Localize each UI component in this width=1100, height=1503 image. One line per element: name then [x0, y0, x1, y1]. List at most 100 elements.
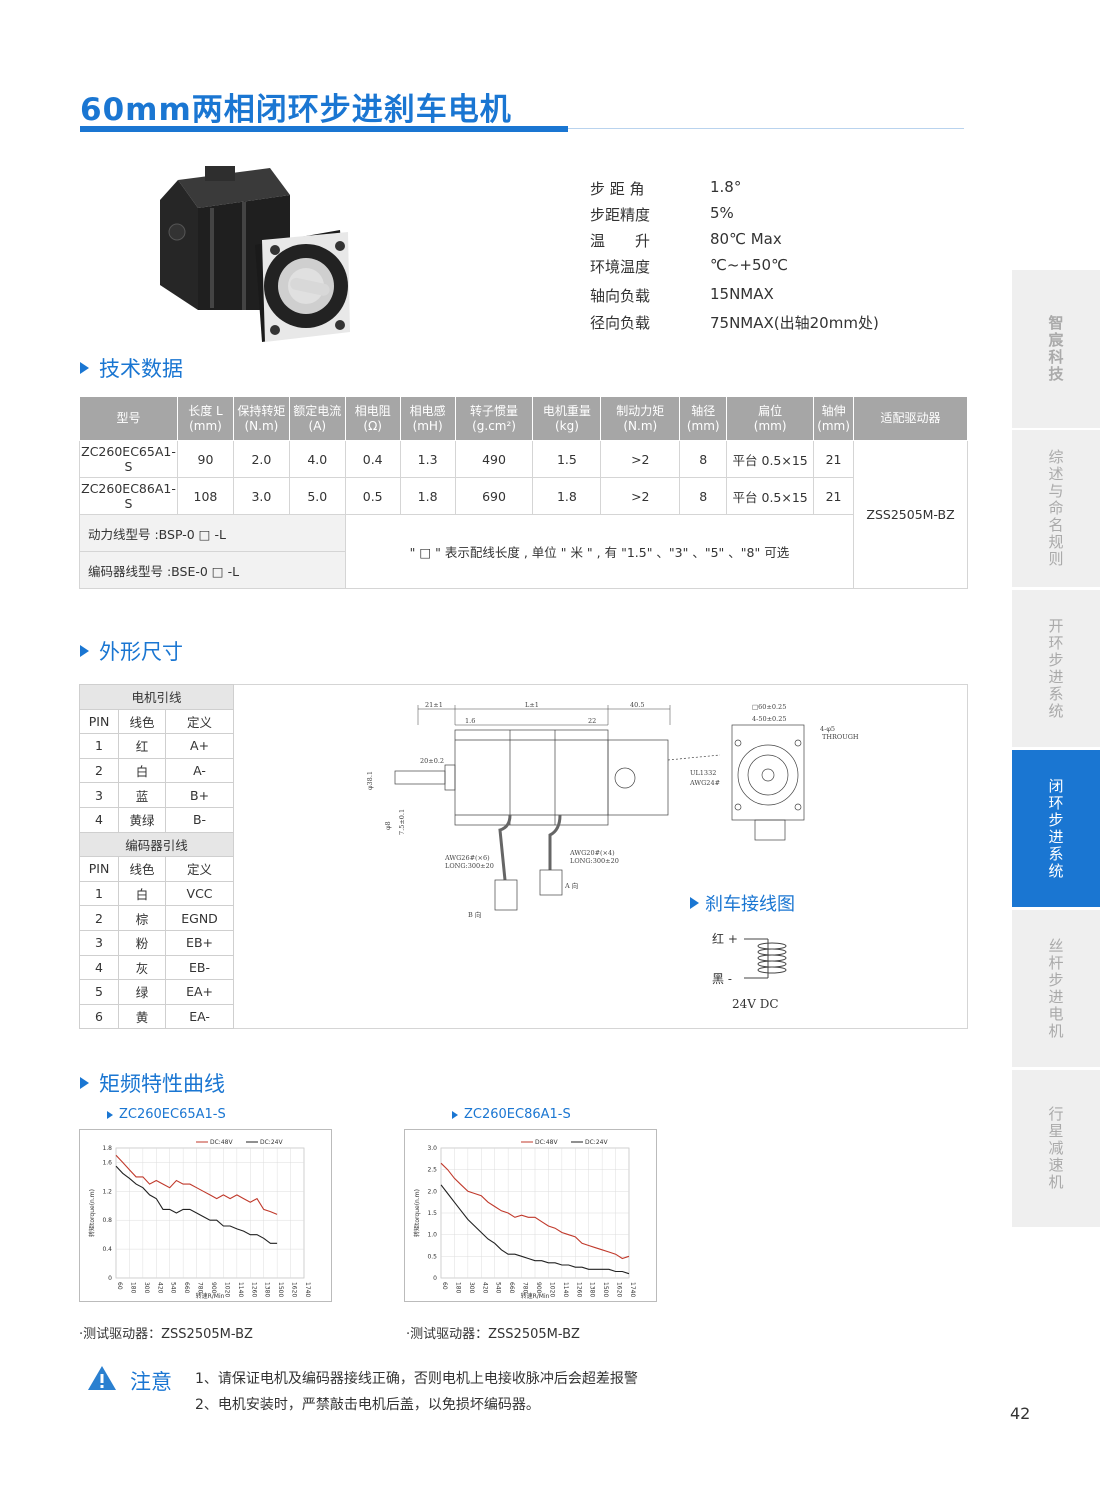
dim-label: AWG20#(×4) [569, 849, 615, 857]
black-wire-label: 黑 - [712, 972, 732, 986]
section-curves-heading: 矩频特性曲线 [80, 1068, 225, 1098]
triangle-icon [107, 1110, 113, 1119]
chapter-sidebar: 智宸科技 综述与命名规则 开环步进系统 闭环步进系统 丝杆步进电机 行星减速机 [1012, 270, 1100, 1230]
x-tick-label: 900 [210, 1282, 217, 1294]
triangle-icon [80, 1077, 89, 1089]
x-tick-label: 1260 [575, 1282, 582, 1297]
triangle-icon [80, 645, 89, 657]
dim-label: 22 [588, 717, 596, 725]
x-tick-label: 180 [454, 1282, 461, 1294]
y-tick-label: 1.8 [102, 1145, 112, 1152]
y-tick-label: 0 [108, 1275, 112, 1282]
brake-coil-diagram: 红 + 黑 - 24V DC [712, 931, 787, 1011]
brake-wiring-heading: 刹车接线图 [690, 890, 795, 916]
dim-label: THROUGH [822, 733, 859, 741]
header-cell: 轴径 (mm) [686, 403, 720, 433]
y-tick-label: 1.5 [427, 1210, 437, 1217]
header-cell: 扁位 (mm) [753, 403, 787, 433]
header-cell: 轴伸 (mm) [817, 403, 850, 433]
dim-label: L±1 [525, 701, 539, 709]
header-cell: 制动力矩 (N.m) [616, 403, 665, 433]
dim-label: A 向 [564, 881, 578, 890]
table-row: 动力线型号 :BSP-0 □ -L " □ " 表示配线长度 , 单位 " 米 … [79, 514, 968, 589]
tab-open-loop[interactable]: 开环步进系统 [1012, 590, 1100, 747]
dim-label: 20±0.2 [420, 757, 444, 765]
legend-label: DC:48V [210, 1139, 233, 1146]
dim-label: φ8 [384, 821, 392, 830]
y-tick-label: 1.2 [102, 1188, 112, 1195]
header-cell: 相电阻 (Ω) [354, 403, 391, 433]
dim-label: AWG26#(×6) [444, 854, 490, 862]
tab-lead-screw[interactable]: 丝杆步进电机 [1012, 910, 1100, 1067]
notice-line-1: 1、请保证电机及编码器接线正确，否则电机上电接收脉冲后会超差报警 [195, 1371, 638, 1387]
x-tick-label: 780 [197, 1282, 204, 1294]
y-tick-label: 2.0 [427, 1188, 437, 1195]
x-tick-label: 1260 [250, 1282, 257, 1297]
x-tick-label: 900 [535, 1282, 542, 1294]
dim-label: φ38.1 [366, 771, 374, 790]
x-tick-label: 1140 [237, 1282, 244, 1297]
title-accent-bar [80, 126, 568, 132]
dim-label: 21±1 [425, 701, 443, 709]
x-tick-label: 1140 [562, 1282, 569, 1297]
dim-label: □60±0.25 [752, 703, 786, 711]
x-tick-label: 1020 [223, 1282, 230, 1297]
series-line [440, 1162, 630, 1260]
tab-planetary[interactable]: 行星减速机 [1012, 1070, 1100, 1227]
series-line [440, 1184, 630, 1275]
header-cell: 保持转矩 (N.m) [237, 403, 286, 433]
tab-closed-loop[interactable]: 闭环步进系统 [1012, 750, 1100, 907]
cable-length-note: " □ " 表示配线长度 , 单位 " 米 " , 有 "1.5" 、"3" 、… [344, 514, 855, 589]
dim-label: 7.5±0.1 [398, 809, 406, 835]
y-axis-label: 转矩torque(n.m) [88, 1189, 96, 1237]
x-tick-label: 1620 [616, 1282, 623, 1297]
y-tick-label: 0.4 [102, 1246, 112, 1253]
tab-overview[interactable]: 综述与命名规则 [1012, 430, 1100, 587]
dim-label: 1.6 [465, 717, 475, 725]
power-cable-cell: 动力线型号 :BSP-0 □ -L [79, 514, 346, 552]
x-tick-label: 300 [143, 1282, 150, 1294]
x-tick-label: 660 [508, 1282, 515, 1294]
dim-label: 40.5 [630, 701, 644, 709]
warning-icon [88, 1366, 116, 1390]
brand-logo-text: 智宸科技 [1046, 315, 1065, 383]
table-row: 编码器线型号 :BSE-0 □ -L [79, 551, 968, 589]
x-tick-label: 1740 [629, 1282, 636, 1297]
x-tick-label: 1500 [277, 1282, 284, 1297]
triangle-icon [80, 362, 89, 374]
notice-label: 注意 [130, 1370, 172, 1394]
y-tick-label: 1.6 [102, 1159, 112, 1166]
x-tick-label: 660 [183, 1282, 190, 1294]
y-axis-label: 转矩torque(n.m) [413, 1189, 421, 1237]
y-tick-label: 0.8 [102, 1217, 112, 1224]
section-dims-heading: 外形尺寸 [80, 636, 183, 666]
dim-label: 4-50±0.25 [752, 715, 787, 723]
legend-label: DC:24V [260, 1139, 283, 1146]
page-number: 42 [1010, 1404, 1031, 1423]
triangle-icon [690, 897, 699, 909]
y-tick-label: 1.0 [427, 1232, 437, 1239]
x-tick-label: 1380 [589, 1282, 596, 1297]
chart1-label: ZC260EC65A1-S [107, 1107, 226, 1122]
dimension-drawing: 21±1 L±1 40.5 1.6 22 20±0.2 φ38.1 φ8 7.5… [366, 701, 859, 919]
series-line [115, 1165, 278, 1244]
x-tick-label: 420 [156, 1282, 163, 1294]
x-tick-label: 540 [170, 1282, 177, 1294]
header-cell: 长度 L (mm) [188, 403, 223, 433]
